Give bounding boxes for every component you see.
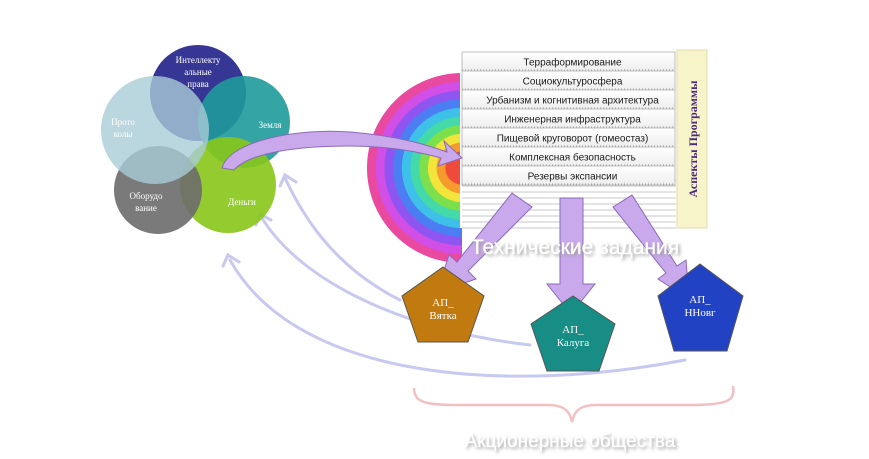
company-vyatka-shape: [401, 266, 485, 343]
venn-diagram: Интеллекту альные права Земля Деньги Обо…: [101, 45, 290, 234]
shareholders-label: Акционерные общества Акционерные обществ…: [464, 431, 678, 454]
venn-circle-protocols: [101, 76, 209, 184]
company-kaluga-line2: Калуга: [557, 337, 590, 349]
aspect-row-label: Инженерная инфраструктура: [504, 114, 641, 126]
company-vyatka: АП_ Вятка: [401, 266, 485, 343]
aspect-row: Инженерная инфраструктура: [461, 108, 676, 129]
aspect-row-label: Терраформирование: [523, 57, 622, 69]
aspects-panel: ТерраформированиеСоциокультуросфераУрбан…: [460, 48, 710, 229]
feedback-arrow-nnovg: [228, 258, 687, 378]
venn-label-money: Деньги: [228, 197, 256, 207]
aspect-row-label: Пищевой круговорот (гомеостаз): [497, 134, 649, 145]
aspects-side-box: [676, 49, 708, 229]
venn-circle-money: [180, 137, 276, 233]
company-pentagons: АП_ Вятка АП_ Калуга АП_ ННовг: [401, 263, 744, 372]
company-nnovg-line2: ННовг: [684, 307, 716, 319]
tech-tasks-label: Технические задания Технические задания: [471, 236, 681, 261]
venn-label-protocols-1: Прото: [111, 117, 135, 127]
venn-label-intellectual-2: альные: [184, 67, 212, 77]
aspects-rows: ТерраформированиеСоциокультуросфераУрбан…: [461, 51, 676, 186]
company-kaluga-line1: АП_: [562, 324, 584, 336]
aspect-row-label: Урбанизм и когнитивная архитектура: [486, 95, 659, 107]
company-vyatka-line1: АП_: [432, 297, 454, 309]
aspect-row: Комплексная безопасность: [461, 146, 676, 167]
aspect-row-label: Резервы экспансии: [528, 172, 618, 183]
company-nnovg-line1: АП_: [689, 294, 711, 306]
venn-label-equipment-2: вание: [135, 203, 157, 213]
shareholders-label-text: Акционерные общества: [465, 431, 676, 452]
venn-label-protocols-2: колы: [114, 129, 133, 139]
aspect-row: Социокультуросфера: [461, 70, 676, 91]
company-nnovg: АП_ ННовг: [657, 263, 744, 352]
aspect-row: Пищевой круговорот (гомеостаз): [461, 127, 676, 148]
venn-label-equipment-1: Оборудо: [130, 191, 163, 201]
feedback-arrow-vyatka: [283, 176, 402, 302]
aspect-row-label: Социокультуросфера: [523, 76, 623, 88]
feedback-arrowhead-1: [278, 172, 298, 188]
aspect-row-box: [461, 165, 676, 186]
aspect-row-label: Комплексная безопасность: [509, 152, 636, 164]
aspect-row: Терраформирование: [461, 51, 676, 72]
company-kaluga-shape: [530, 295, 616, 372]
feedback-arrowhead-3: [221, 252, 241, 268]
aspect-row: Урбанизм и когнитивная архитектура: [461, 89, 676, 110]
rainbow-aspects: [367, 40, 482, 270]
venn-to-aspects-arrow: [221, 130, 463, 171]
task-arrow-kaluga: [545, 197, 597, 315]
venn-label-land: Земля: [259, 120, 282, 130]
feedback-arrow-kaluga: [260, 216, 532, 347]
tech-tasks-label-shadow: Технические задания: [473, 238, 681, 261]
shareholders-label-shadow: Акционерные общества: [467, 433, 678, 454]
company-kaluga: АП_ Калуга: [530, 295, 616, 372]
company-nnovg-shape: [657, 263, 744, 352]
tech-tasks-label-text: Технические задания: [471, 236, 679, 259]
venn-label-intellectual-1: Интеллекту: [176, 55, 221, 65]
shareholders-brace: [412, 385, 735, 423]
company-vyatka-line2: Вятка: [429, 310, 456, 322]
aspects-side-title: Аспекты Программы: [686, 80, 700, 198]
venn-label-intellectual-3: права: [187, 79, 208, 89]
aspect-row: Резервы экспансии: [461, 165, 676, 186]
task-arrows: [436, 192, 690, 315]
